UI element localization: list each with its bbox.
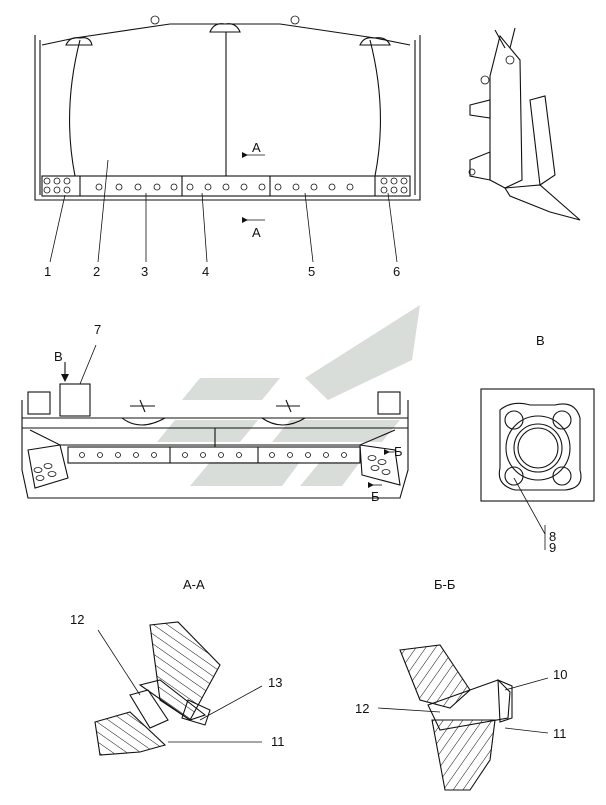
callout-1: 1 xyxy=(44,264,52,279)
section-aa-title: А-А xyxy=(183,577,205,592)
callout-12-aa: 12 xyxy=(70,612,85,627)
blade-front-view xyxy=(34,15,421,223)
callout-10: 10 xyxy=(553,667,568,682)
blade-rear-view xyxy=(21,344,409,499)
blade-side-view xyxy=(468,27,581,221)
section-bb-marker-lower: Б xyxy=(371,489,380,504)
callout-7: 7 xyxy=(94,322,102,337)
section-bb-marker-upper: Б xyxy=(394,444,403,459)
callout-8: 8 xyxy=(549,529,557,544)
callout-5: 5 xyxy=(308,264,316,279)
view-b-title: В xyxy=(536,333,545,348)
callout-4: 4 xyxy=(202,264,210,279)
section-aa xyxy=(94,621,263,756)
section-a-marker-top: А xyxy=(252,140,261,155)
callout-13: 13 xyxy=(268,675,283,690)
section-bb-title: Б-Б xyxy=(434,577,456,592)
view-b-detail xyxy=(480,388,595,550)
section-bb xyxy=(377,644,549,791)
view-b-arrow-label: В xyxy=(54,349,63,364)
callout-9: 9 xyxy=(549,540,557,555)
callout-12-bb: 12 xyxy=(355,701,370,716)
section-a-marker-bottom: А xyxy=(252,225,261,240)
callout-6: 6 xyxy=(393,264,401,279)
callout-11-aa: 11 xyxy=(271,734,285,749)
callout-2: 2 xyxy=(93,264,101,279)
callout-3: 3 xyxy=(141,264,149,279)
callout-11-bb: 11 xyxy=(553,726,567,741)
leader-lines-top xyxy=(49,159,398,263)
watermark-logo xyxy=(157,305,420,486)
